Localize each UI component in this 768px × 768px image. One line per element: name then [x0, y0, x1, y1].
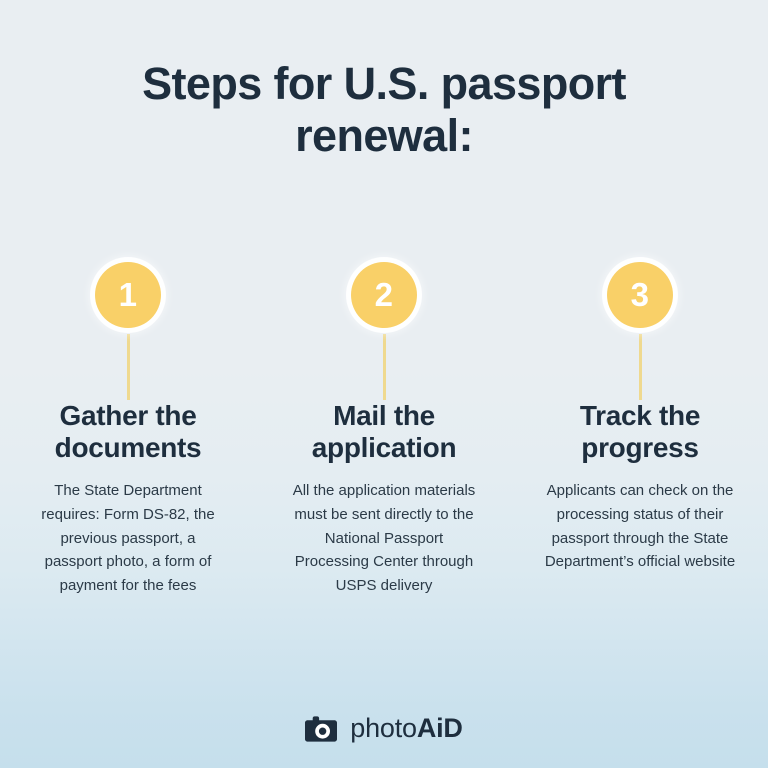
- title-block: Steps for U.S. passport renewal:: [0, 58, 768, 162]
- step-marker-2: 2: [346, 262, 422, 400]
- step-heading-1: Gather the documents: [54, 400, 202, 463]
- brand-wordmark-bold: AiD: [416, 713, 463, 743]
- step-item-2: 2 Mail the application All the applicati…: [256, 262, 512, 598]
- step-item-1: 1 Gather the documents The State Departm…: [0, 262, 256, 598]
- step-stem-line-3: [638, 334, 642, 400]
- step-heading-3: Track the progress: [579, 400, 701, 463]
- step-number-label-2: 2: [374, 276, 394, 313]
- step-stem-line-2: [382, 334, 386, 400]
- step-body-2: All the application materials must be se…: [292, 482, 476, 594]
- step-heading-2: Mail the application: [311, 400, 457, 463]
- step-number-label-1: 1: [118, 276, 138, 313]
- step-marker-3: 3: [602, 262, 678, 400]
- steps-row: 1 Gather the documents The State Departm…: [0, 262, 768, 598]
- step-number-circle-2: 2: [351, 262, 417, 328]
- step-number-circle-1: 1: [95, 262, 161, 328]
- footer-logo: photoAiD: [0, 715, 768, 742]
- brand-wordmark: photoAiD: [350, 713, 463, 743]
- step-marker-1: 1: [90, 262, 166, 400]
- camera-icon: [305, 715, 338, 742]
- step-stem-line-1: [126, 334, 130, 400]
- step-number-circle-3: 3: [607, 262, 673, 328]
- step-item-3: 3 Track the progress Applicants can chec…: [512, 262, 768, 574]
- page-title: Steps for U.S. passport renewal:: [142, 58, 626, 162]
- brand-wordmark-light: photo: [350, 713, 417, 743]
- step-number-label-3: 3: [630, 276, 650, 313]
- step-body-1: The State Department requires: Form DS-8…: [41, 482, 215, 594]
- step-body-3: Applicants can check on the processing s…: [544, 482, 736, 571]
